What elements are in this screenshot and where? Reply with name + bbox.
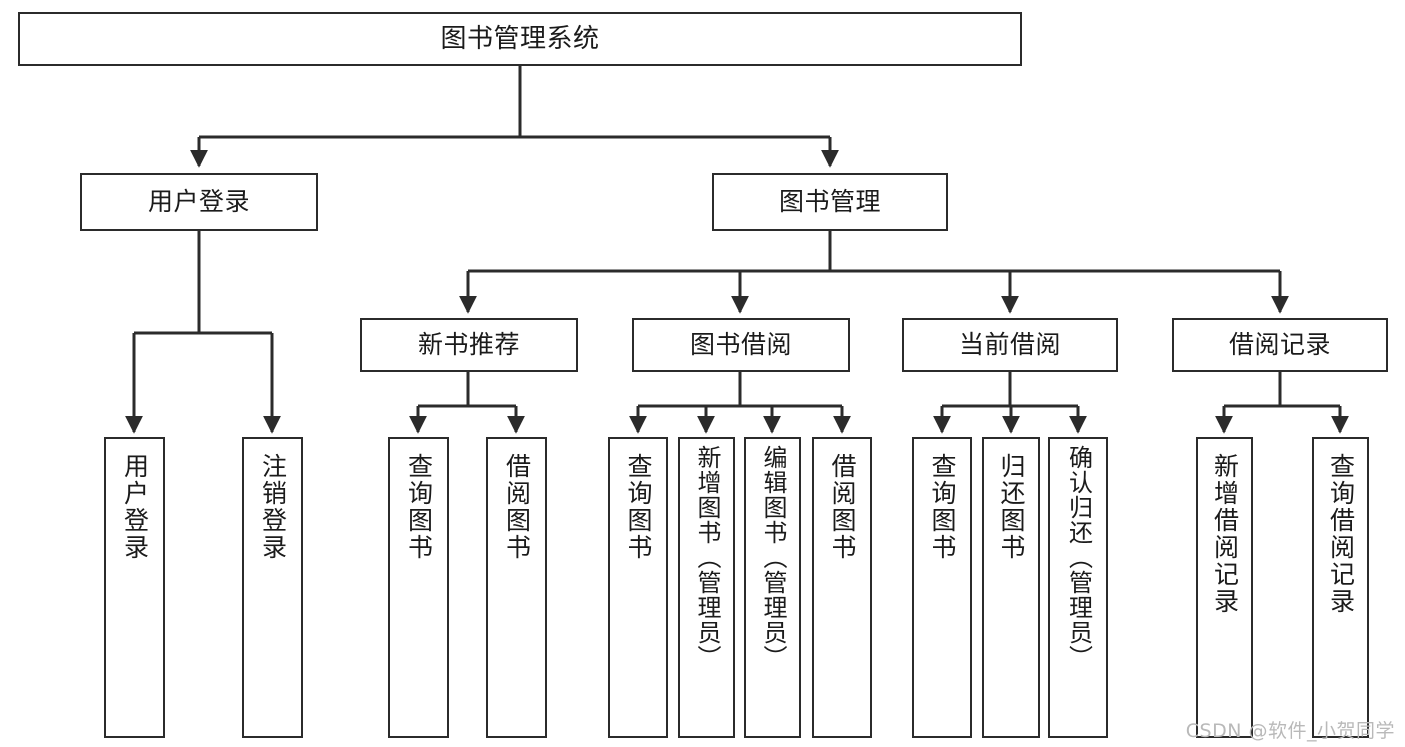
node-label: 确认归还（管理员） <box>1064 445 1093 670</box>
node-root-system[interactable]: 图书管理系统 <box>18 12 1022 66</box>
node-label: 查询图书 <box>404 453 434 561</box>
node-label: 新增图书（管理员） <box>692 445 721 670</box>
node-label: 查询借阅记录 <box>1326 453 1356 615</box>
node-label: 借阅图书 <box>502 453 532 561</box>
leaf-nb-borrow-book[interactable]: 借阅图书 <box>486 437 547 738</box>
node-label: 用户登录 <box>120 453 150 561</box>
node-book-borrow[interactable]: 图书借阅 <box>632 318 850 372</box>
node-label: 编辑图书（管理员） <box>758 445 787 670</box>
node-label: 查询图书 <box>624 453 653 561</box>
leaf-cb-confirm-return-admin[interactable]: 确认归还（管理员） <box>1048 437 1108 738</box>
leaf-bb-query-book[interactable]: 查询图书 <box>608 437 668 738</box>
leaf-bb-edit-book-admin[interactable]: 编辑图书（管理员） <box>744 437 801 738</box>
leaf-logout[interactable]: 注销登录 <box>242 437 303 738</box>
node-label: 图书管理 <box>778 187 881 217</box>
node-borrow-record[interactable]: 借阅记录 <box>1172 318 1388 372</box>
leaf-br-query-record[interactable]: 查询借阅记录 <box>1312 437 1369 738</box>
leaf-user-login[interactable]: 用户登录 <box>104 437 165 738</box>
node-label: 归还图书 <box>997 453 1026 561</box>
node-new-book-recommend[interactable]: 新书推荐 <box>360 318 578 372</box>
node-label: 借阅记录 <box>1228 330 1331 360</box>
leaf-nb-query-book[interactable]: 查询图书 <box>388 437 449 738</box>
node-label: 新增借阅记录 <box>1210 453 1240 615</box>
node-label: 查询图书 <box>928 453 957 561</box>
node-label: 图书管理系统 <box>440 23 600 54</box>
node-label: 图书借阅 <box>689 330 792 360</box>
leaf-br-add-record[interactable]: 新增借阅记录 <box>1196 437 1253 738</box>
leaf-bb-borrow-book[interactable]: 借阅图书 <box>812 437 872 738</box>
leaf-cb-query-book[interactable]: 查询图书 <box>912 437 972 738</box>
leaf-cb-return-book[interactable]: 归还图书 <box>982 437 1040 738</box>
node-label: 当前借阅 <box>958 330 1061 360</box>
node-label: 新书推荐 <box>417 330 520 360</box>
node-book-management[interactable]: 图书管理 <box>712 173 948 231</box>
node-label: 注销登录 <box>258 453 288 561</box>
node-label: 用户登录 <box>147 187 250 217</box>
node-label: 借阅图书 <box>828 453 857 561</box>
node-current-borrow[interactable]: 当前借阅 <box>902 318 1118 372</box>
node-user-login[interactable]: 用户登录 <box>80 173 318 231</box>
leaf-bb-add-book-admin[interactable]: 新增图书（管理员） <box>678 437 735 738</box>
